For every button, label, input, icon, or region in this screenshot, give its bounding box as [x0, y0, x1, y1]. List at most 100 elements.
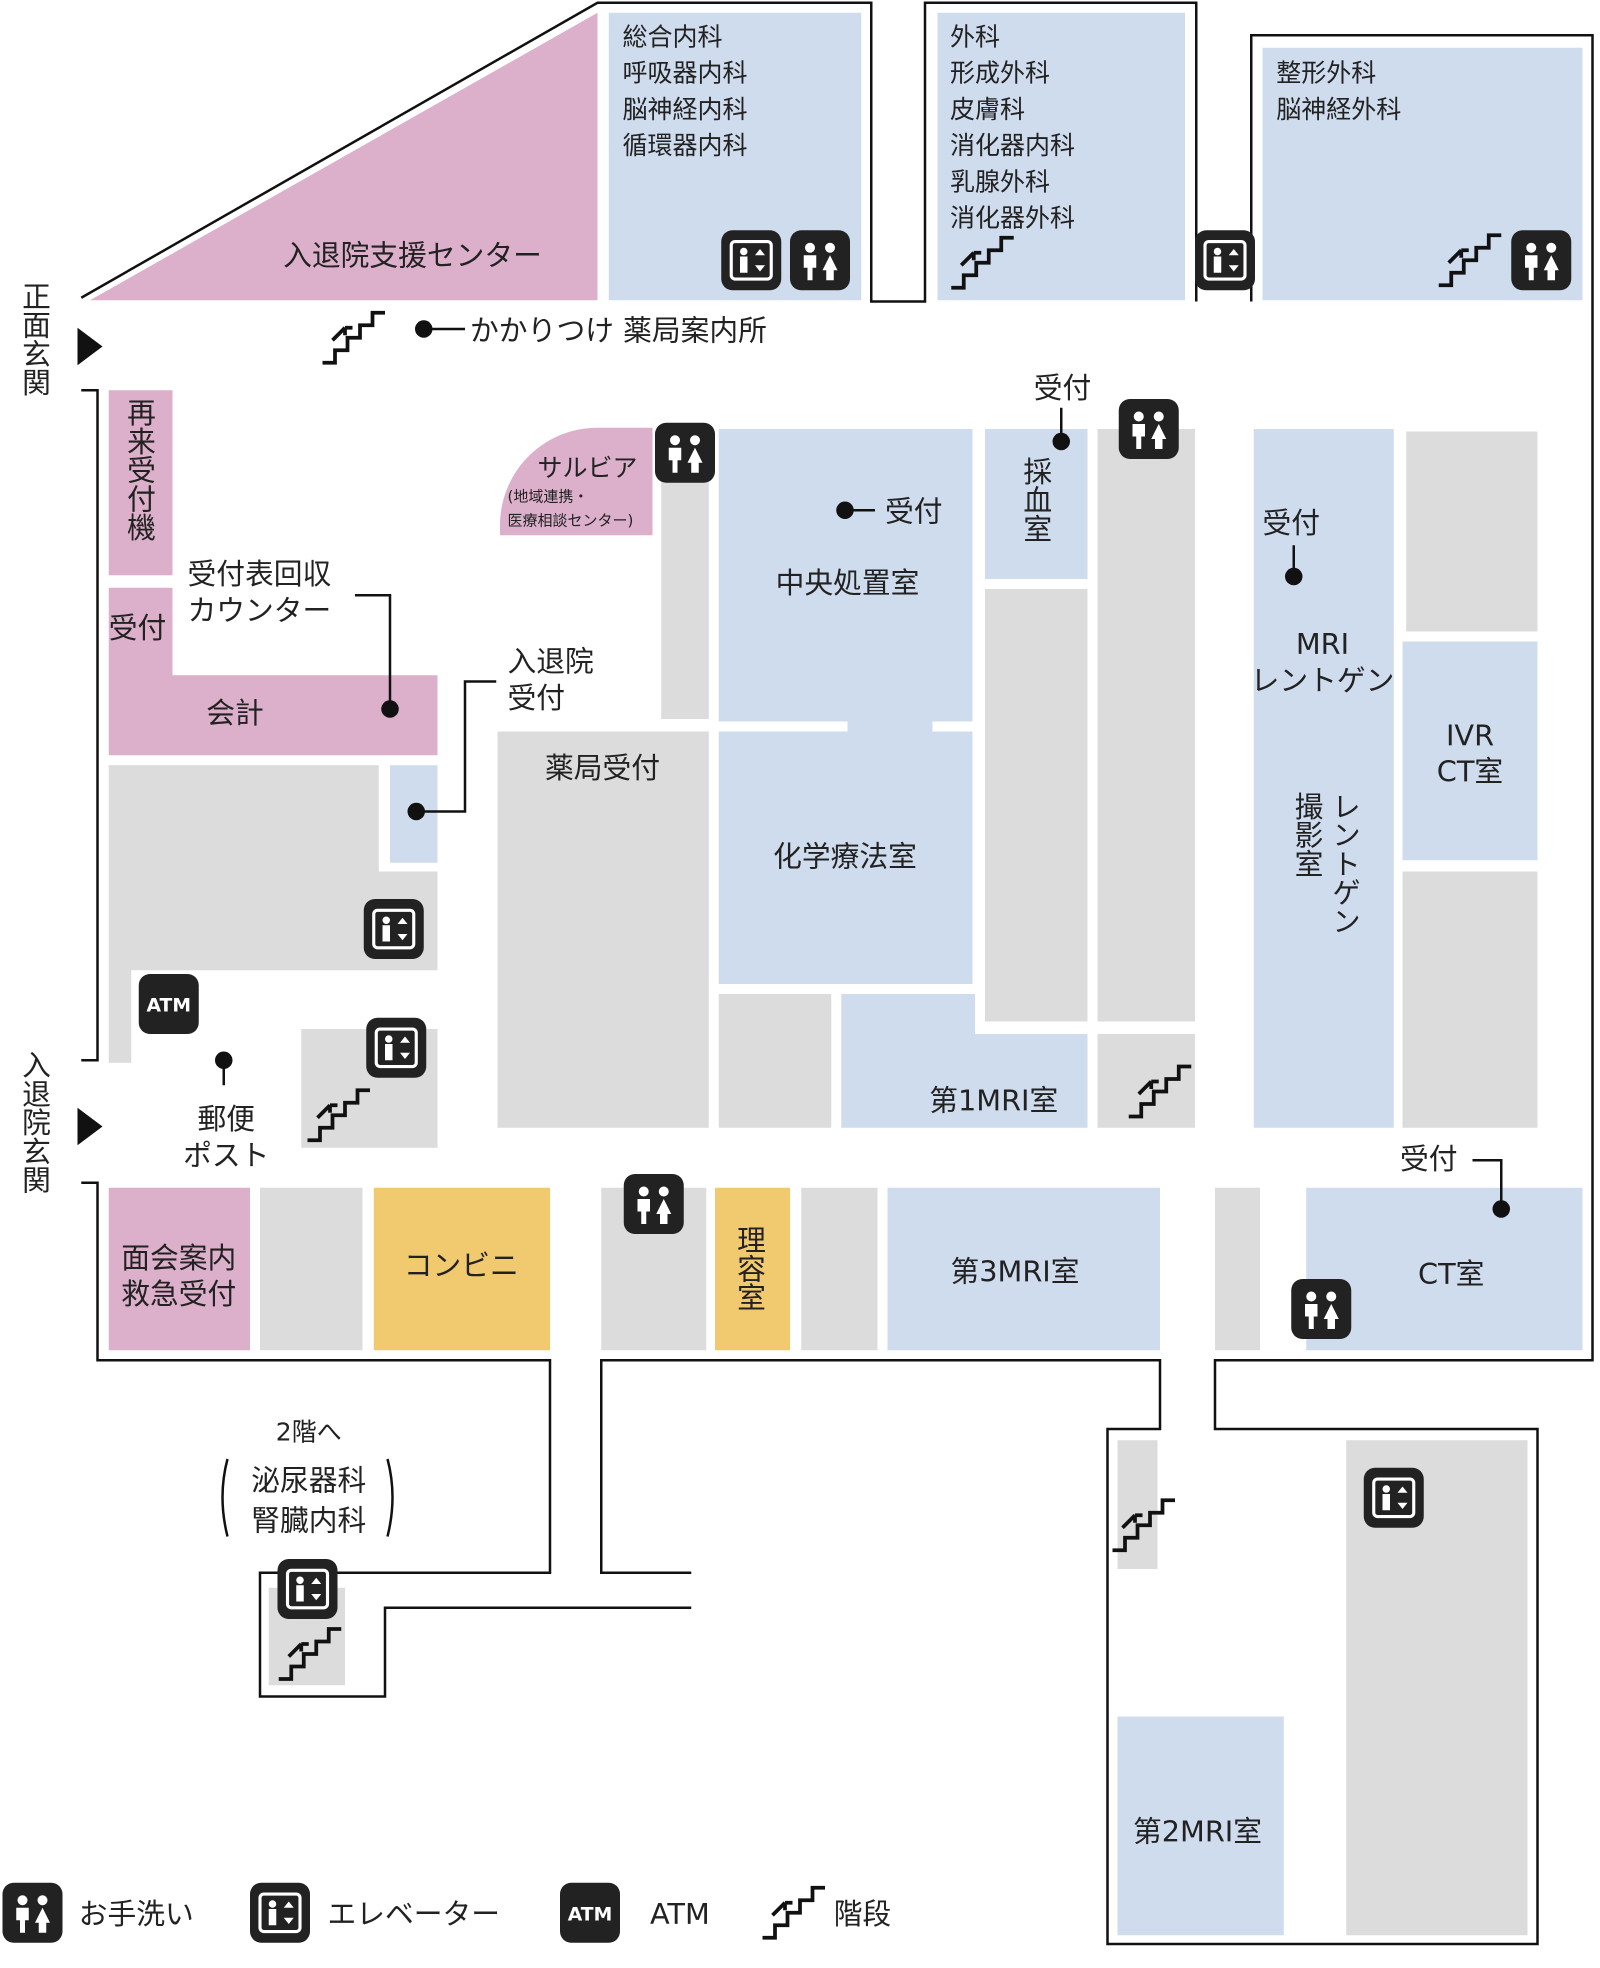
leader-lines — [215, 320, 1510, 1218]
admission-support-label: 入退院支援センター — [283, 238, 542, 272]
toilet-icon — [623, 1174, 684, 1234]
urology-label: 泌尿器科 — [251, 1463, 366, 1497]
svg-text:整形外科: 整形外科 — [1276, 59, 1376, 88]
visitor-emergency-area — [108, 1187, 250, 1351]
svg-text:総合内科: 総合内科 — [623, 22, 723, 51]
visitor-info-label: 面会案内 — [121, 1241, 236, 1275]
mri2-area — [1117, 1716, 1284, 1936]
main-entrance-arrow — [77, 327, 103, 366]
convenience-label: コンビニ — [404, 1248, 519, 1282]
central-treatment-label: 中央処置室 — [776, 566, 920, 600]
elevator-icon — [1362, 1466, 1426, 1530]
salvia-sub-2: 医療相談センター) — [508, 511, 634, 529]
blood-collection-label: 採血室 — [1019, 457, 1053, 543]
svg-text:形成外科: 形成外科 — [950, 59, 1050, 88]
salvia-area — [500, 427, 653, 536]
svg-text:脳神経外科: 脳神経外科 — [1276, 95, 1401, 124]
svg-text:消化器外科: 消化器外科 — [950, 204, 1075, 233]
admission-entrance-label: 入退院玄関 — [18, 1050, 52, 1194]
pharmacy-info-label: かかりつけ 薬局案内所 — [470, 313, 767, 347]
admission-entrance-arrow — [77, 1107, 103, 1146]
emergency-reception-label: 救急受付 — [121, 1277, 236, 1311]
ct-label: CT室 — [1418, 1257, 1484, 1291]
bracket-left — [221, 1458, 229, 1537]
pharmacy-reception-label: 薬局受付 — [545, 751, 660, 785]
mailbox-label-1: 郵便 — [198, 1102, 256, 1136]
accounting-area — [108, 587, 438, 756]
legend: お手洗い エレベーター ATM ATM 階段 — [2, 1881, 892, 1945]
nephrology-label: 腎臓内科 — [251, 1503, 366, 1537]
svg-text:皮膚科: 皮膚科 — [950, 95, 1025, 124]
toilet-icon — [1291, 1279, 1352, 1339]
legend-toilet-label: お手洗い — [79, 1897, 194, 1931]
reception-label: 受付 — [1263, 506, 1321, 540]
mri2-label: 第2MRI室 — [1133, 1815, 1262, 1849]
mri3-area — [887, 1187, 1160, 1351]
elevator-icon — [275, 1557, 340, 1621]
salvia-label: サルビア — [537, 454, 637, 483]
xray-vertical-label: レントゲン — [1328, 792, 1362, 936]
walls — [80, 1, 1594, 1946]
mri-xray-area — [1253, 429, 1394, 1128]
reception-label: 受付 — [885, 495, 943, 529]
mri1-label: 第1MRI室 — [929, 1083, 1058, 1117]
slip-counter-label-2: カウンター — [188, 593, 332, 627]
toilet-icon — [2, 1882, 63, 1943]
convenience-store-area — [373, 1187, 550, 1351]
chemotherapy-area — [718, 731, 973, 984]
atm-icon: ATM — [138, 974, 199, 1034]
revisit-machine-label: 再来受付機 — [123, 398, 157, 542]
accounting-label: 会計 — [206, 696, 264, 730]
ct-area — [1306, 1187, 1583, 1351]
salvia-sub-1: (地域連携・ — [508, 488, 589, 506]
main-entrance-label: 正面玄関 — [18, 282, 52, 397]
xray-label: レントゲン — [1251, 663, 1395, 697]
chemotherapy-label: 化学療法室 — [773, 840, 917, 874]
blood-collection-area — [985, 429, 1088, 579]
xray-room-label: 撮影室 — [1291, 792, 1325, 878]
admission-reception-label-2: 受付 — [508, 681, 566, 715]
ct-room-label: CT室 — [1437, 755, 1503, 789]
barber-area — [715, 1187, 790, 1351]
toilet-icon — [790, 230, 850, 291]
mri-label: MRI — [1296, 627, 1349, 661]
legend-atm-label: ATM — [650, 1897, 710, 1931]
svg-text:ATM: ATM — [146, 996, 191, 1017]
svg-text:脳神経内科: 脳神経内科 — [623, 95, 748, 124]
atm-icon: ATM — [560, 1882, 620, 1943]
reception-label: 受付 — [1400, 1142, 1458, 1176]
stairs-icon — [320, 310, 387, 365]
corridor-link — [847, 719, 933, 734]
legend-stairs-label: 階段 — [834, 1897, 892, 1931]
toilet-icon — [1118, 399, 1179, 459]
svg-text:呼吸器内科: 呼吸器内科 — [623, 59, 748, 88]
ivr-label: IVR — [1446, 718, 1494, 752]
mailbox-label-2: ポスト — [183, 1138, 269, 1172]
legend-elevator-label: エレベーター — [328, 1897, 501, 1931]
ivr-ct-area — [1402, 641, 1538, 861]
admission-support-area — [90, 12, 598, 301]
stairs-icon — [760, 1885, 827, 1940]
central-treatment-area — [718, 429, 973, 722]
barber-label: 理容室 — [733, 1225, 767, 1311]
toilet-icon — [655, 422, 715, 483]
bracket-right — [386, 1458, 394, 1537]
slip-counter-label-1: 受付表回収 — [188, 557, 332, 591]
elevator-icon — [364, 1016, 428, 1080]
reception-label: 受付 — [1034, 371, 1092, 405]
svg-text:循環器内科: 循環器内科 — [623, 131, 748, 160]
admission-reception-label-1: 入退院 — [508, 645, 594, 679]
elevator-icon — [719, 228, 783, 292]
svg-text:消化器内科: 消化器内科 — [950, 131, 1075, 160]
svg-text:ATM: ATM — [568, 1904, 613, 1925]
toilet-icon — [1511, 230, 1572, 291]
svg-text:乳腺外科: 乳腺外科 — [950, 167, 1050, 196]
to-2f-label: 2階へ — [276, 1417, 342, 1446]
svg-text:外科: 外科 — [950, 22, 1000, 51]
mri3-label: 第3MRI室 — [950, 1255, 1079, 1289]
mri1-area — [841, 994, 1088, 1128]
